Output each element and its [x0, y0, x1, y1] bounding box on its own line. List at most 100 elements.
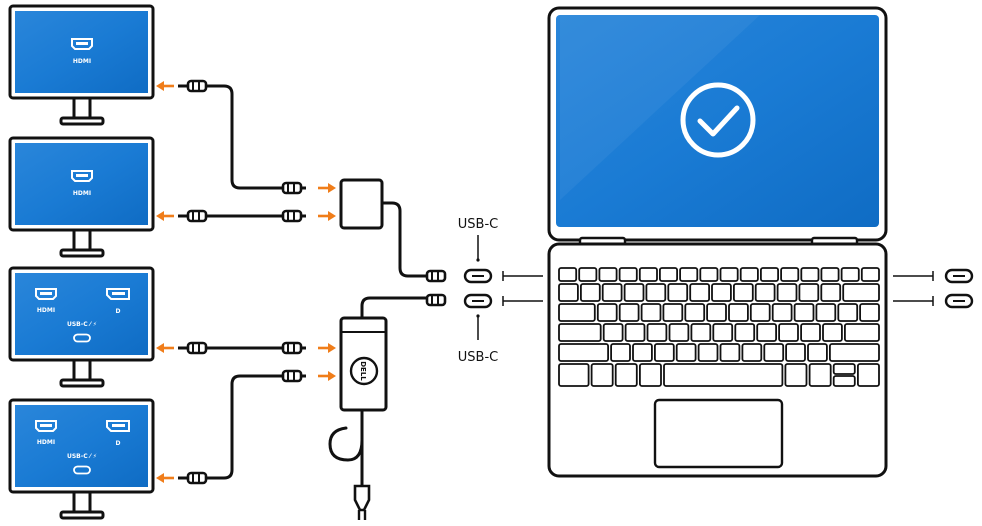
keyboard-key — [739, 267, 759, 282]
keyboard-key — [808, 363, 832, 387]
keyboard-key — [654, 343, 675, 362]
keyboard-key — [832, 363, 856, 375]
monitor-2: HDMI — [8, 136, 155, 258]
usbc-plug-icon — [425, 269, 447, 283]
keyboard-key — [733, 283, 754, 302]
usbc-label-bottom: USB-C — [458, 350, 498, 365]
keyboard-key — [807, 343, 828, 362]
keyboard-key — [860, 267, 880, 282]
arrow-left-icon — [154, 79, 176, 93]
keyboard-key — [699, 267, 719, 282]
keyboard-key — [646, 323, 668, 342]
touchpad — [653, 398, 784, 469]
keyboard-key — [734, 323, 756, 342]
keyboard-key — [667, 283, 689, 302]
keyboard-key — [638, 267, 658, 282]
dell-logo-icon: DELL — [349, 356, 379, 386]
usbc-plug-icon — [425, 293, 447, 307]
keyboard-key — [711, 283, 732, 302]
video-adapter — [339, 178, 384, 230]
keyboard-key — [815, 303, 837, 322]
keyboard-key — [668, 323, 690, 342]
keyboard-key — [800, 267, 820, 282]
keyboard-key — [754, 283, 776, 302]
keyboard-key — [614, 363, 638, 387]
usbc-label-top: USB-C — [458, 217, 498, 232]
keyboard-key — [798, 283, 820, 302]
arrow-right-icon — [316, 341, 338, 355]
keyboard-key — [820, 267, 840, 282]
keyboard-key — [624, 323, 646, 342]
keyboard-key — [760, 267, 780, 282]
usbc-label: USB-C ⁄ ⚡ — [67, 321, 97, 328]
check-circle-icon — [680, 82, 756, 158]
keyboard-key — [706, 303, 727, 322]
keyboard-key — [578, 267, 598, 282]
hdmi-plug-icon — [186, 209, 208, 223]
keyboard-key — [800, 323, 821, 342]
keyboard-key — [780, 267, 800, 282]
keyboard-key — [632, 343, 653, 362]
keyboard-key — [684, 303, 706, 322]
keyboard-key — [840, 267, 860, 282]
hdmi-label: HDMI — [37, 439, 55, 446]
keyboard-key — [859, 303, 880, 322]
hdmi-plug-icon — [281, 369, 303, 383]
keyboard-key — [596, 303, 618, 322]
keyboard-key — [580, 283, 601, 302]
hdmi-plug-icon — [186, 341, 208, 355]
keyboard-key — [675, 343, 697, 362]
usbc-label: USB-C ⁄ ⚡ — [67, 453, 97, 460]
dp-symbol: D — [116, 308, 121, 315]
monitor-1: HDMI — [8, 4, 155, 126]
keyboard-key — [645, 283, 667, 302]
keyboard-key — [793, 303, 815, 322]
hdmi-plug-icon — [186, 471, 208, 485]
keyboard-key — [749, 303, 771, 322]
arrow-right-icon — [316, 209, 338, 223]
keyboard-key — [558, 303, 596, 322]
usbc-port-icon — [944, 268, 974, 284]
keyboard-key — [623, 283, 645, 302]
keyboard-key — [663, 363, 784, 387]
keyboard-key — [776, 283, 798, 302]
keyboard-key — [784, 363, 808, 387]
keyboard-key — [697, 343, 719, 362]
keyboard-key — [558, 323, 602, 342]
usbc-port-icon — [463, 293, 493, 309]
keyboard-key — [820, 283, 842, 302]
svg-text:DELL: DELL — [359, 361, 367, 381]
dp-symbol: D — [116, 440, 121, 447]
keyboard-key — [690, 323, 712, 342]
keyboard-key — [829, 343, 880, 362]
keyboard-key — [558, 283, 579, 302]
hdmi-plug-icon — [186, 79, 208, 93]
arrow-left-icon — [154, 471, 176, 485]
keyboard-key — [639, 363, 662, 387]
arrow-left-icon — [154, 341, 176, 355]
keyboard-key — [842, 283, 880, 302]
keyboard-key — [640, 303, 662, 322]
keyboard-key — [590, 363, 614, 387]
laptop — [547, 6, 888, 478]
keyboard-key — [689, 283, 711, 302]
docking-station: DELL — [339, 316, 388, 412]
arrow-left-icon — [154, 209, 176, 223]
keyboard-key — [822, 323, 843, 342]
keyboard-key — [778, 323, 799, 342]
keyboard-key — [719, 267, 739, 282]
keyboard-key — [771, 303, 793, 322]
arrow-right-icon — [316, 181, 338, 195]
hdmi-label: HDMI — [37, 307, 55, 314]
keyboard-key — [558, 363, 590, 387]
keyboard-key — [601, 283, 623, 302]
keyboard-key — [610, 343, 631, 362]
keyboard-key — [659, 267, 679, 282]
hdmi-label: HDMI — [73, 190, 91, 197]
hdmi-plug-icon — [281, 209, 303, 223]
keyboard-key — [844, 323, 880, 342]
keyboard-key — [618, 303, 640, 322]
monitor-4: HDMI D USB-C ⁄ ⚡ — [8, 398, 155, 520]
keyboard-key — [832, 375, 856, 387]
